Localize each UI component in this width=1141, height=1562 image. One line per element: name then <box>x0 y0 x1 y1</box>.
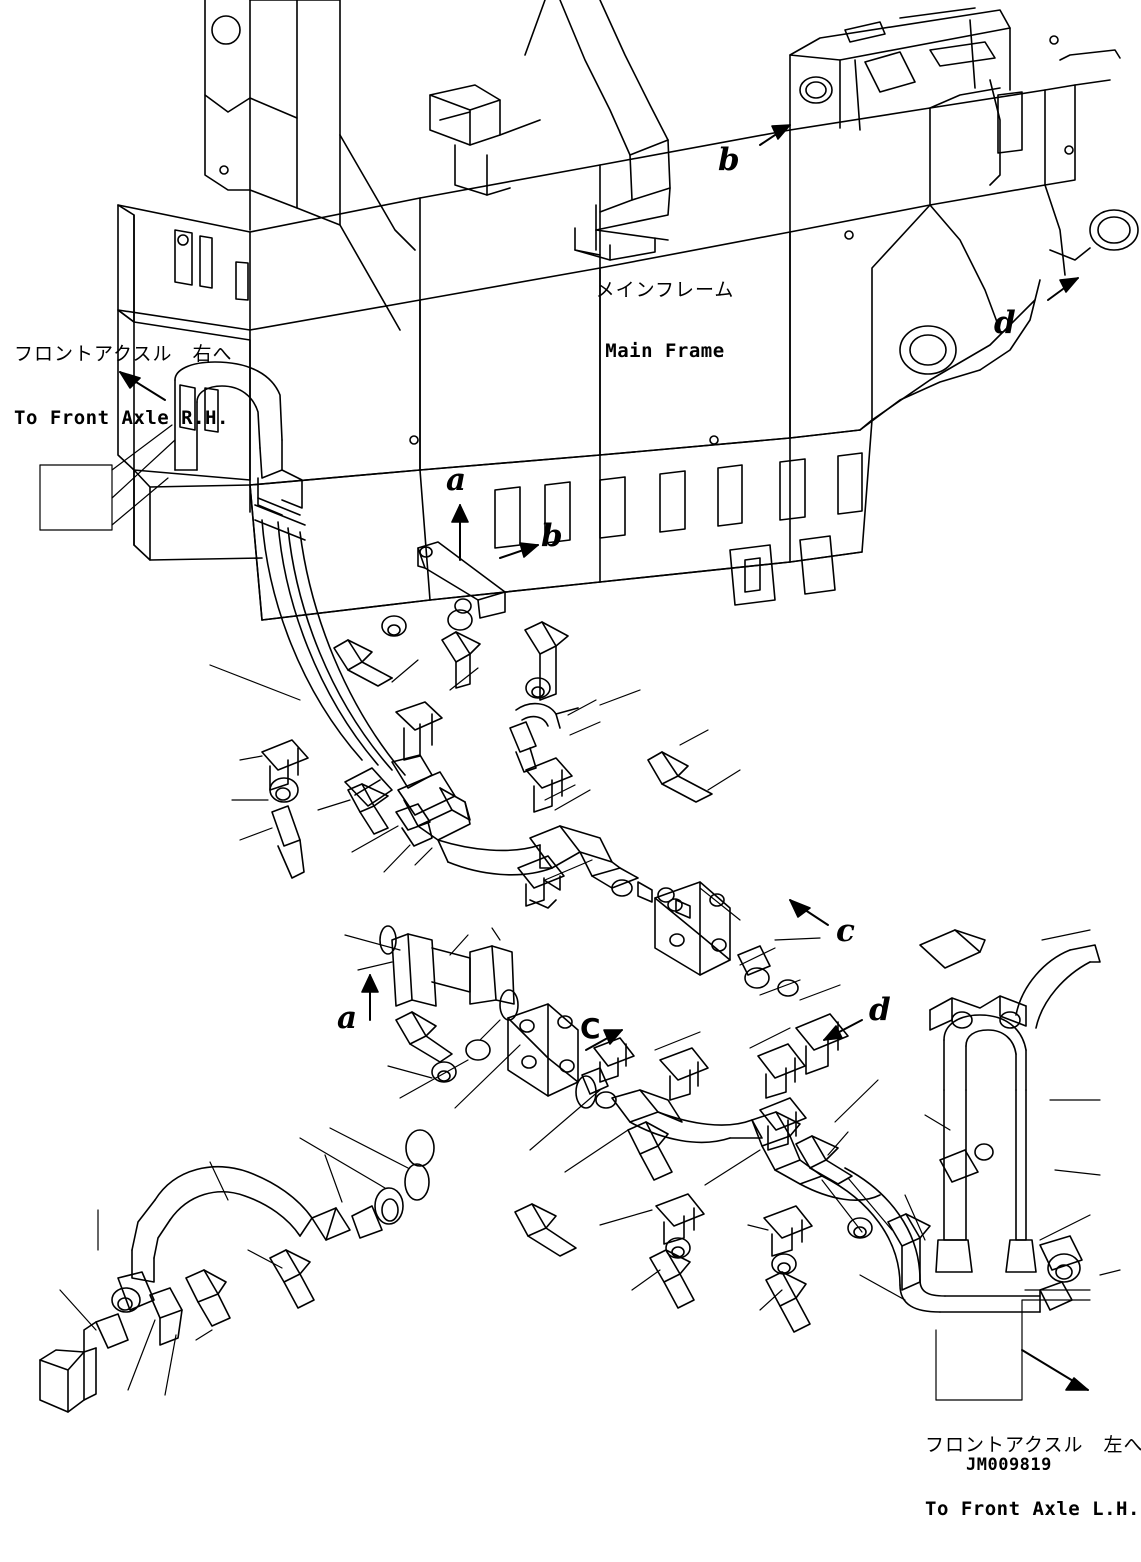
technical-line-drawing <box>39 0 1139 1413</box>
label-to-front-axle-rh: フロントアクスル 右へ To Front Axle R.H. <box>14 303 232 471</box>
label-to-front-axle-rh-en: To Front Axle R.H. <box>14 406 229 429</box>
parts-diagram: メインフレーム Main Frame フロントアクスル 右へ To Front … <box>14 0 1141 1520</box>
leader-lines <box>39 424 1121 1401</box>
label-to-front-axle-lh: フロントアクスル 左へ To Front Axle L.H. <box>925 1394 1141 1562</box>
drawing-number: JM009819 <box>966 1455 1052 1475</box>
label-to-front-axle-rh-jp: フロントアクスル 右へ <box>14 343 233 365</box>
label-to-front-axle-lh-jp: フロントアクスル 左へ <box>925 1434 1141 1456</box>
lower-hardware-cluster <box>405 1013 931 1333</box>
callout-c-right: c <box>836 913 855 949</box>
callout-arrows <box>119 124 1089 1391</box>
upper-shaft-assembly <box>174 361 799 997</box>
lower-shaft-assembly <box>39 925 1101 1413</box>
label-to-front-axle-lh-en: To Front Axle L.H. <box>925 1497 1140 1520</box>
callout-a-upper: a <box>446 462 467 498</box>
main-frame-outline <box>117 0 1139 621</box>
callout-d-lower: d <box>869 992 891 1028</box>
label-main-frame-en: Main Frame <box>605 340 725 362</box>
callout-b-top: b <box>718 142 740 178</box>
callout-a-lower: a <box>337 1000 358 1036</box>
callout-b-upper: b <box>541 518 563 554</box>
callout-c-lower: C <box>580 1012 601 1045</box>
label-main-frame-jp: メインフレーム <box>595 279 735 301</box>
label-main-frame: メインフレーム Main Frame <box>565 237 765 400</box>
upper-hardware-cluster <box>261 541 713 909</box>
callout-d-top: d <box>994 305 1016 341</box>
